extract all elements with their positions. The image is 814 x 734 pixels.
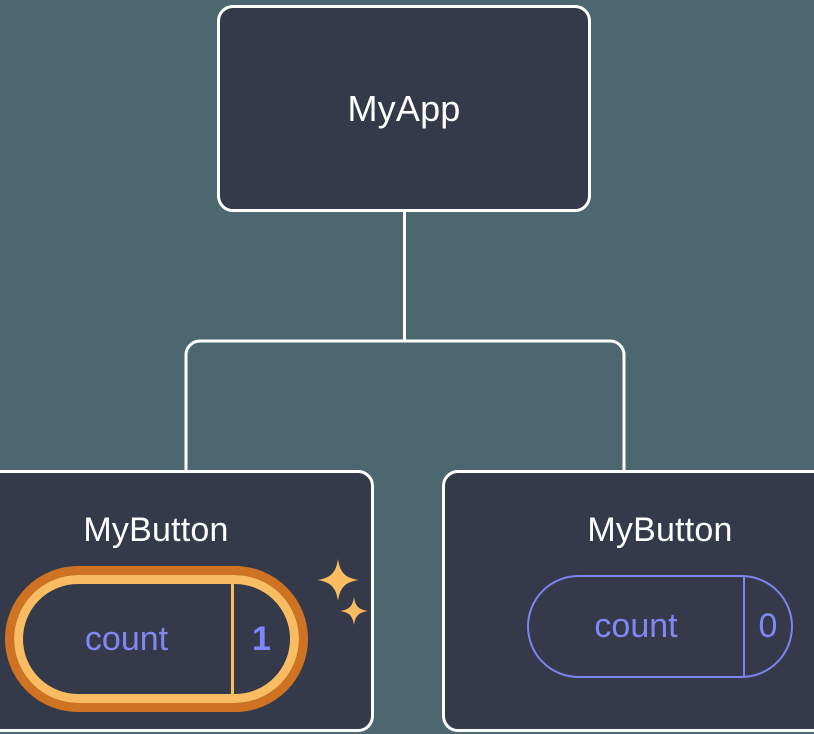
node-myapp-label: MyApp	[347, 87, 461, 129]
state-badge-right[interactable]: count 0	[527, 575, 793, 678]
state-badge-left-value: 1	[252, 619, 271, 658]
state-badge-left-key: count	[84, 619, 169, 658]
state-badge-right-value: 0	[758, 607, 778, 645]
node-myapp[interactable]: MyApp	[217, 5, 591, 212]
state-badge-right-divider	[743, 577, 745, 676]
node-mybutton-right-label: MyButton	[587, 511, 733, 549]
sparkle-group	[313, 557, 373, 649]
connector-branch-bar	[184, 339, 626, 470]
state-badge-left-divider	[230, 584, 234, 694]
node-mybutton-left[interactable]: MyButton count 1	[0, 470, 374, 732]
node-mybutton-right[interactable]: MyButton count 0	[442, 470, 814, 732]
node-mybutton-left-label: MyButton	[83, 511, 229, 549]
sparkle-icon	[316, 559, 359, 601]
state-badge-right-wrap: count 0	[527, 575, 793, 678]
state-badge-left-wrap: count 1	[4, 559, 368, 712]
sparkle-icon	[339, 597, 368, 625]
state-badge-right-key: count	[594, 607, 678, 645]
state-badge-left[interactable]: count 1	[4, 566, 308, 712]
